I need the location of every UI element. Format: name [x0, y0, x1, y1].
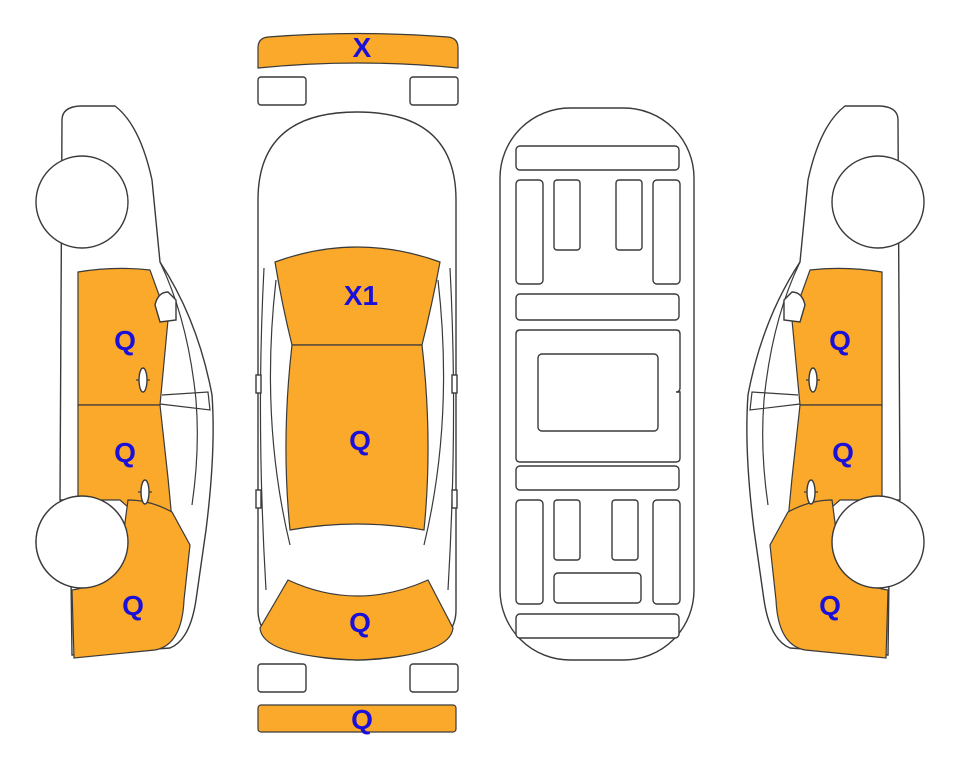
left-rear-quarter-label: Q	[122, 590, 144, 621]
front-left-headlight	[257, 76, 307, 106]
right-front-wheel	[831, 155, 925, 249]
trunk-label: Q	[349, 607, 371, 638]
right-front-door[interactable]: Q	[791, 267, 883, 406]
right-door-handle-front	[806, 367, 820, 393]
right-front-door-label: Q	[829, 325, 851, 356]
left-front-door[interactable]: Q	[77, 267, 169, 406]
right-rear-door-label: Q	[832, 437, 854, 468]
windshield-label: X1	[344, 280, 378, 311]
windshield[interactable]: X1	[274, 246, 441, 346]
right-mirror	[451, 374, 458, 394]
roof[interactable]: Q	[285, 344, 429, 531]
left-mirror-side	[154, 291, 177, 323]
left-mirror	[255, 374, 262, 394]
right-mirror-side	[783, 291, 806, 323]
front-bumper[interactable]: X	[257, 32, 459, 69]
right-door-handle-rear	[804, 479, 818, 505]
left-door-handle-front	[136, 367, 150, 393]
trunk[interactable]: Q	[259, 579, 454, 661]
front-right-headlight	[409, 76, 459, 106]
right-rear-quarter-label: Q	[819, 590, 841, 621]
front-bumper-label: X	[353, 32, 372, 63]
left-front-door-label: Q	[114, 325, 136, 356]
roof-label: Q	[349, 425, 371, 456]
rear-bumper[interactable]: Q	[257, 704, 457, 735]
left-rear-door-label: Q	[114, 437, 136, 468]
rear-left-taillight	[257, 663, 307, 693]
rear-right-taillight	[409, 663, 459, 693]
left-front-wheel	[35, 155, 129, 249]
right-rear-wheel	[831, 495, 925, 589]
rear-bumper-label: Q	[351, 704, 373, 735]
underbody-view	[499, 107, 695, 661]
left-door-handle-rear	[138, 479, 152, 505]
